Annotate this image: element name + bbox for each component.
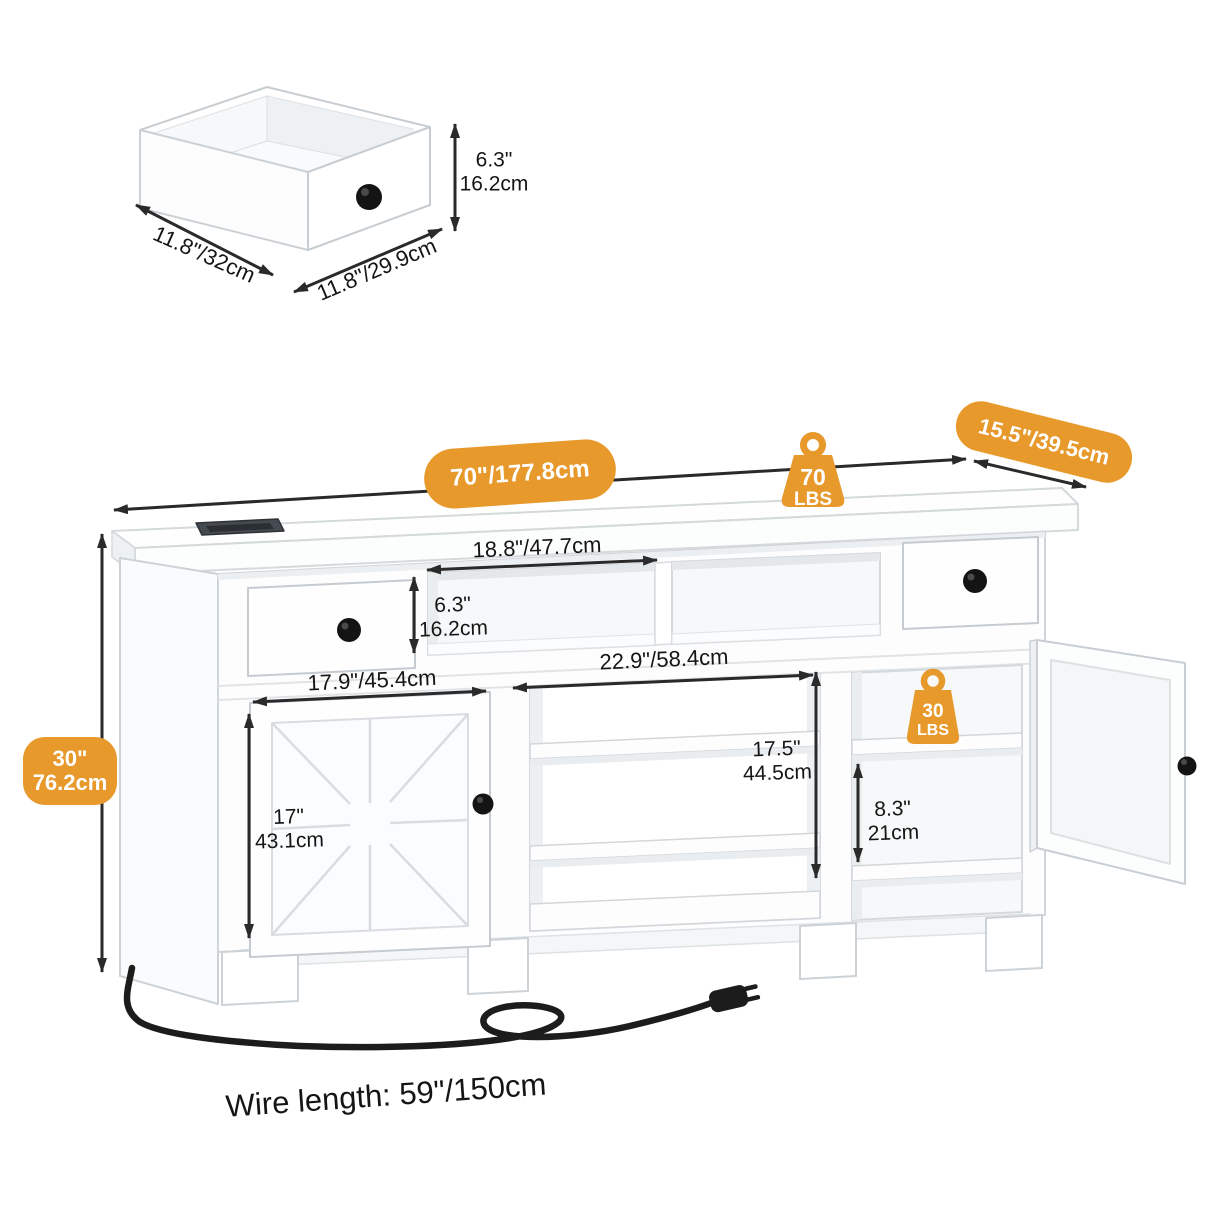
mid-rail-top — [217, 648, 1046, 687]
barn-door-pattern — [271, 713, 469, 936]
left-door-height-in: 17" — [272, 804, 305, 830]
shelf-capacity-unit: LBS — [917, 722, 949, 739]
left-drawer-knob — [337, 618, 361, 642]
center-open-bay — [529, 674, 821, 932]
right-open-bay — [851, 664, 1023, 921]
open-door — [1029, 639, 1197, 885]
cubby-height-cm: 16.2cm — [418, 615, 489, 642]
drawer-height-in: 6.3" — [475, 148, 513, 172]
shelf-shadow — [852, 748, 1022, 762]
overall-depth-arrow — [973, 459, 1087, 489]
shelf-capacity-value: 30 — [922, 701, 943, 722]
open-door-knob — [1177, 756, 1197, 776]
top-capacity-value: 70 — [800, 464, 826, 490]
overall-width-value: 70"/177.8cm — [449, 455, 591, 492]
power-strip — [195, 518, 285, 536]
cabinet-side-panel — [119, 557, 219, 1005]
tv-stand-illustration — [111, 487, 1197, 1006]
drawer-detail-illustration — [139, 86, 431, 251]
open-cubby-right — [671, 552, 881, 645]
left-door-height-label: 17" 43.1cm — [254, 804, 325, 854]
weight-badge-top: 70 LBS — [781, 432, 845, 510]
drawer-width-arrow — [293, 227, 443, 294]
right-shelf-height-in: 8.3" — [873, 796, 912, 822]
drawer-depth-arrow — [135, 203, 274, 277]
leg — [799, 922, 857, 980]
cubby-width-arrow — [426, 555, 658, 575]
leg — [467, 937, 529, 995]
left-cabinet-width-arrow — [252, 686, 487, 707]
power-plug — [709, 984, 761, 1013]
barn-door — [249, 691, 494, 958]
leg — [985, 914, 1043, 972]
right-shelf-height-label: 8.3" 21cm — [867, 797, 920, 846]
right-drawer-knob — [963, 569, 987, 593]
overall-height-cm: 76.2cm — [32, 770, 108, 795]
left-door-height-cm: 43.1cm — [254, 827, 325, 854]
drawer-height-cm: 16.2cm — [459, 172, 529, 195]
drawer-knob — [356, 184, 382, 210]
overall-height-pill: 30" 76.2cm — [23, 737, 117, 805]
drawer-height-label: 6.3" 16.2cm — [460, 148, 529, 195]
left-drawer-front — [247, 579, 416, 677]
center-height-cm: 44.5cm — [742, 759, 813, 786]
shelf-shadow — [530, 746, 820, 766]
top-capacity-unit: LBS — [794, 489, 832, 510]
center-height-in: 17.5" — [752, 736, 802, 762]
cubby-divider — [654, 561, 673, 646]
cubby-height-in: 6.3" — [433, 592, 472, 618]
weight-badge-shelf: 30 LBS — [906, 668, 960, 744]
center-base-shelf — [529, 890, 821, 932]
shelf-shadow — [852, 873, 1022, 888]
center-width-arrow — [512, 670, 814, 693]
power-cord — [123, 964, 761, 1051]
cubby-height-label: 6.3" 16.2cm — [418, 592, 489, 642]
shelf-shadow — [530, 848, 820, 868]
barn-door-knob — [472, 793, 494, 815]
overall-height-in: 30" — [52, 746, 88, 772]
right-shelf-height-cm: 21cm — [867, 820, 920, 845]
center-height-label: 17.5" 44.5cm — [742, 736, 813, 786]
